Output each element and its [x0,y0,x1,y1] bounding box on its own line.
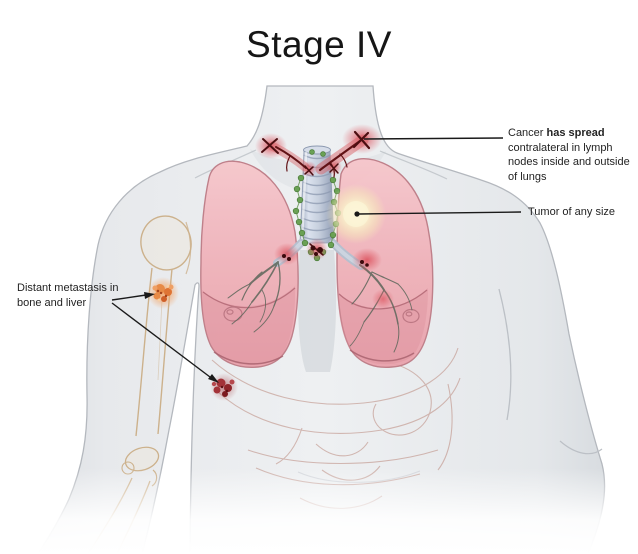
annotation-metastasis: Distant metastasis in bone and liver [17,282,119,309]
clavicle-right-line [379,150,448,180]
annotation-cancer-spread-bold: has spread [546,127,605,139]
bone-metastasis-mark [147,277,179,309]
nipple-outline-right [223,306,243,322]
arm-torso-crease-right [498,288,512,421]
annotation-cancer-spread-prefix: Cancer [508,127,547,139]
annotation-tumor: Tumor of any size [528,206,616,218]
leader-arrow-bone [144,292,155,299]
elbow-crease-right [559,440,603,455]
leader-line-tumor [358,211,522,215]
nipple-outline-left [402,308,420,324]
cancer-spread-marks [255,124,394,309]
bronchial-tree [227,261,413,353]
leader-line-liver [111,302,211,378]
bottom-fade [0,468,638,554]
annotation-cancer-spread-rest: contralateral in lymph nodes inside and … [508,141,630,183]
right-lung-lower-lobe [202,286,296,366]
lungs [200,157,434,369]
right-lung-fissure [202,287,296,309]
leader-dot-tumor [354,211,360,217]
mediastinum-shadow [298,250,337,372]
page-title: Stage IV [246,24,392,65]
leader-lines [111,137,522,383]
leader-arrow-liver [208,374,219,383]
annotation-cancer-spread: Cancer has spread contralateral in lymph… [508,126,635,184]
liver-metastasis-mark [210,373,238,401]
right-lung-base-edge [213,351,284,365]
left-lung-base-edge [349,349,415,362]
leader-line-spread [363,137,504,140]
leader-line-bone [111,294,147,301]
